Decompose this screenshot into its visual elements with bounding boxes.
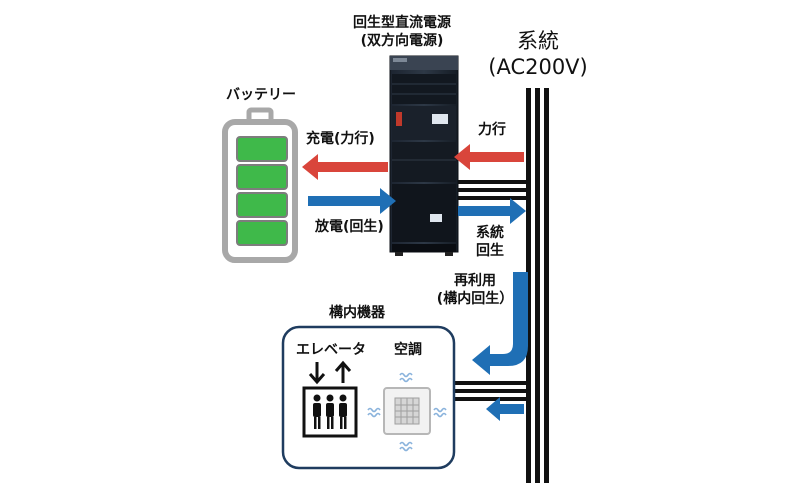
facility-title: 構内機器	[329, 305, 385, 321]
battery-cell-3	[236, 192, 288, 218]
airflow-wave-icon	[367, 372, 447, 452]
power-unit-indicator	[396, 112, 402, 126]
charge-label: 充電(力行)	[306, 131, 375, 147]
facility-box	[281, 325, 456, 470]
reuse-line1: 再利用	[454, 273, 496, 289]
grid-regen-line1: 系統	[476, 225, 504, 241]
grid-title-line1: 系統	[517, 29, 559, 53]
battery-cell-1	[236, 136, 288, 162]
grid-bus-branch-lower	[453, 381, 528, 401]
elevator-icon	[302, 386, 358, 438]
battery-cell-2	[236, 164, 288, 190]
charge-arrow	[302, 154, 388, 180]
battery-icon	[222, 107, 298, 263]
power-unit-title: 回生型直流電源 (双方向電源)	[340, 14, 464, 50]
battery-label: バッテリー	[226, 87, 296, 103]
elevator-label: エレベータ	[296, 342, 366, 358]
grid-regen-line2: 回生	[476, 243, 504, 259]
battery-cell-4	[236, 220, 288, 246]
grid-regen-label: 系統 回生	[470, 224, 510, 260]
facility-feed-arrow	[486, 397, 524, 421]
discharge-label: 放電(回生)	[315, 219, 384, 235]
aircon-label: 空調	[394, 342, 422, 358]
reuse-arrow	[472, 272, 528, 375]
grid-title: 系統 (AC200V)	[478, 28, 598, 80]
grid-bus-branch-upper	[456, 180, 528, 200]
power-unit-title-line1: 回生型直流電源	[353, 15, 451, 31]
grid-regen-arrow	[458, 198, 526, 224]
elevator-up-down-icon	[308, 360, 352, 385]
power-unit-display	[432, 114, 448, 124]
grid-title-line2: (AC200V)	[488, 55, 588, 79]
powering-arrow	[454, 144, 524, 170]
discharge-arrow	[308, 188, 396, 214]
reuse-line2: (構内回生）	[436, 291, 514, 307]
power-unit-title-line2: (双方向電源)	[360, 33, 444, 49]
reuse-label: 再利用 (構内回生）	[425, 272, 525, 308]
grid-bus-vertical	[526, 88, 549, 483]
aircon-icon	[383, 387, 431, 435]
power-unit-cabinet	[389, 55, 459, 256]
powering-label: 力行	[478, 122, 506, 138]
